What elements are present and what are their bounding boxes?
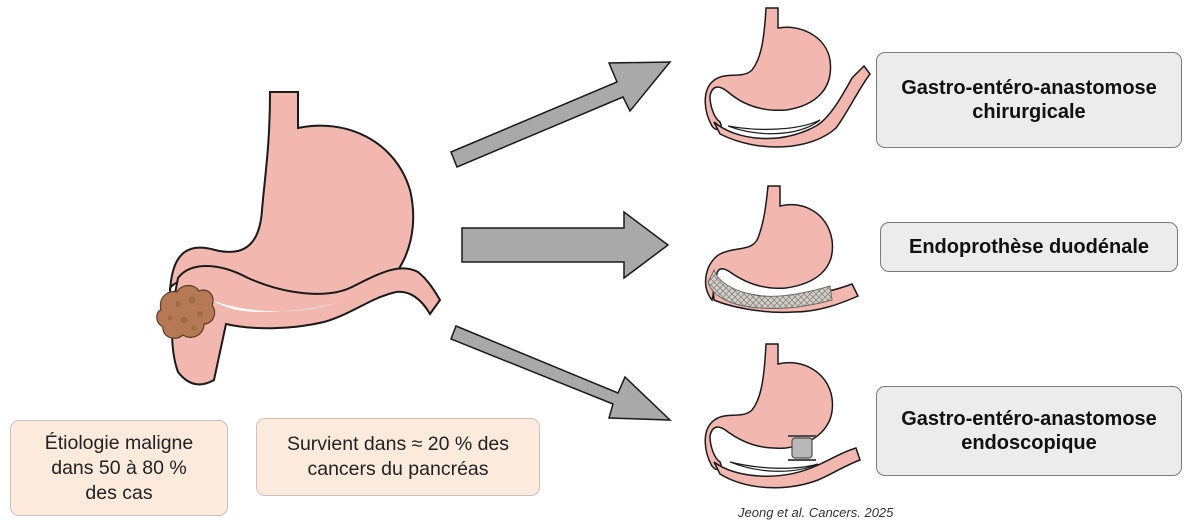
note-malignant-etiology: Étiologie maligne dans 50 à 80 % des cas (10, 420, 228, 516)
option-surgical-line-1: Gastro-entéro-anastomose (901, 76, 1157, 100)
stomach-surgical (705, 8, 870, 147)
option-duodenal-stent: Endoprothèse duodénale (880, 222, 1178, 272)
stomach-stent (706, 186, 858, 312)
lams-stent-icon (792, 438, 812, 458)
option-surgical-line-2: chirurgicale (901, 100, 1157, 124)
arrows (451, 62, 670, 420)
arrow-to-stent (462, 212, 668, 278)
note-pancreatic-cancer: Survient dans ≈ 20 % des cancers du panc… (256, 418, 540, 496)
arrow-to-endoscopic (451, 326, 670, 420)
note-pancreas-line-1: Survient dans ≈ 20 % des (287, 432, 509, 457)
option-endoscopic-gastrojejunostomy: Gastro-entéro-anastomose endoscopique (876, 386, 1182, 476)
note-etiology-line-3: des cas (45, 481, 194, 506)
main-stomach (157, 92, 440, 384)
note-etiology-line-1: Étiologie maligne (45, 431, 194, 456)
arrow-to-surgical (451, 62, 670, 167)
note-etiology-line-2: dans 50 à 80 % (45, 456, 194, 481)
option-stent-label: Endoprothèse duodénale (909, 235, 1149, 259)
option-surgical-gastrojejunostomy: Gastro-entéro-anastomose chirurgicale (876, 52, 1182, 148)
note-pancreas-line-2: cancers du pancréas (287, 457, 509, 482)
option-endoscopic-line-1: Gastro-entéro-anastomose (901, 407, 1157, 431)
option-endoscopic-line-2: endoscopique (901, 431, 1157, 455)
stomach-endoscopic (705, 344, 860, 488)
